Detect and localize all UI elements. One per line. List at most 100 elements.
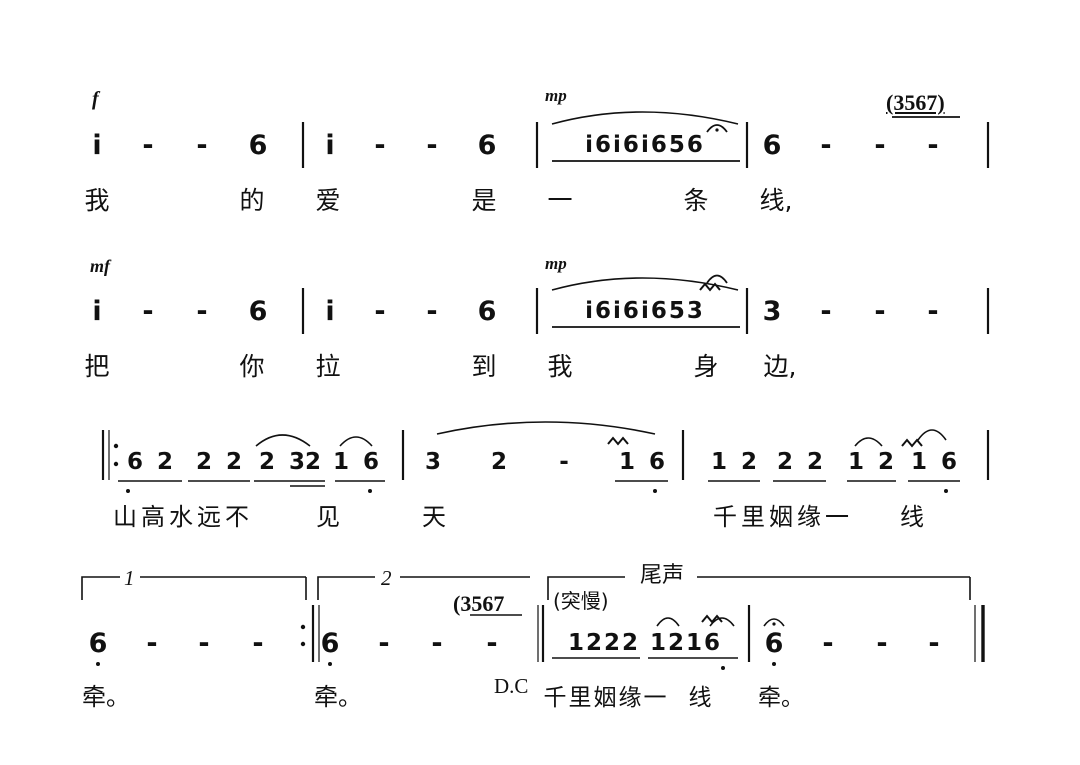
note: - (559, 449, 569, 475)
note-group: 1 6 (910, 449, 958, 475)
tempo-text: (突慢) (553, 589, 609, 613)
mordent-system-2 (699, 282, 721, 292)
note: - (196, 130, 208, 161)
lyric: 线, (759, 186, 793, 215)
lyric: 牵。 (314, 683, 362, 711)
ending-1-label: 1 (124, 566, 135, 590)
note-group: i6i6i656 (585, 132, 705, 158)
note: - (426, 130, 438, 161)
note: 6 (762, 130, 782, 161)
note-group: 2 32 (258, 449, 322, 475)
note: - (146, 628, 158, 659)
note: - (876, 628, 888, 659)
volta-brackets (81, 576, 971, 600)
low-dots-system-4 (96, 662, 776, 670)
note: i (92, 296, 102, 327)
note-group: 6 2 (126, 449, 174, 475)
lyric: 拉 (315, 352, 341, 381)
lyric: 我 (84, 186, 110, 215)
mordent-system-3-a (607, 436, 629, 446)
lyric: 牵。 (758, 685, 804, 711)
lyric: 千里姻缘一 (713, 503, 853, 531)
lyric: 线 (900, 503, 924, 531)
note: - (431, 628, 443, 659)
note: - (252, 628, 264, 659)
underlines-system-3 (118, 480, 960, 487)
fermata-system-4-a (656, 617, 680, 627)
slur-system-3-d (854, 437, 883, 447)
dc-marking: D.C (494, 674, 529, 698)
note: - (927, 130, 939, 161)
note: - (374, 296, 386, 327)
note: - (486, 628, 498, 659)
note: - (142, 296, 154, 327)
dynamic-marking: mf (90, 256, 110, 276)
dynamic-marking: mp (545, 86, 567, 105)
lyric: 的 (239, 186, 265, 215)
slur-system-3-e (917, 429, 947, 441)
slur-system-3-a (255, 434, 311, 447)
lyric: 山高水远不 (113, 503, 253, 531)
slur-system-1 (551, 111, 739, 125)
ending-2-label: 2 (381, 566, 392, 590)
repeat-dots-system-3 (113, 443, 119, 467)
note: - (822, 628, 834, 659)
note-group: 1222 1216 (567, 630, 723, 656)
mordent-system-4 (701, 614, 723, 624)
note-group: 1 2 (710, 449, 758, 475)
note: - (142, 130, 154, 161)
lyric: 我 (547, 352, 573, 381)
note: 6 (477, 130, 497, 161)
barlines-system-4 (311, 605, 985, 662)
lyric: 边, (763, 352, 797, 381)
note: - (820, 130, 832, 161)
slur-system-3-b (339, 436, 373, 447)
lyric: 线 (688, 685, 712, 711)
note: 3 (762, 296, 782, 327)
lyric: 千里姻缘一 (543, 685, 669, 711)
annotation: (3567) (886, 90, 945, 115)
note: - (378, 628, 390, 659)
dynamic-marking: f (92, 88, 99, 110)
note: - (927, 296, 939, 327)
lyric: 是 (471, 186, 497, 215)
note: i (325, 296, 335, 327)
underlines-system-4 (470, 614, 738, 659)
annotation: (3567 (453, 591, 505, 616)
lyric: 到 (471, 352, 497, 381)
note: - (196, 296, 208, 327)
barlines-system-2 (301, 288, 990, 334)
note: 6 (320, 628, 340, 659)
note: 6 (764, 628, 784, 659)
lyric: 牵。 (82, 683, 130, 711)
note-group: 1 6 (618, 449, 666, 475)
note-group: i6i6i653 (585, 298, 705, 324)
fermata-system-1 (706, 124, 728, 133)
note: - (374, 130, 386, 161)
slur-system-3-c (436, 421, 656, 435)
note: 6 (248, 130, 268, 161)
fermata-system-4-c (763, 618, 785, 627)
note: i (325, 130, 335, 161)
lyric: 天 (422, 503, 446, 531)
dynamic-marking: mp (545, 254, 567, 273)
note: 2 (490, 449, 508, 475)
note-group: 2 2 (195, 449, 243, 475)
note: - (426, 296, 438, 327)
note-group: 2 2 (776, 449, 824, 475)
coda-label: 尾声 (639, 563, 685, 588)
lyric: 条 (683, 186, 709, 215)
lyric: 爱 (315, 186, 341, 215)
mordent-system-3-b (901, 438, 923, 448)
note: - (198, 628, 210, 659)
lyric: 见 (316, 503, 340, 531)
underlines-system-1 (552, 116, 960, 162)
lyric: 身 (693, 352, 719, 381)
note: 6 (248, 296, 268, 327)
note-group: 1 2 (847, 449, 895, 475)
note: i (92, 130, 102, 161)
lyric: 把 (84, 352, 110, 381)
barlines-system-3 (101, 430, 990, 480)
fermata-system-2 (706, 274, 728, 284)
fermata-system-4-b (709, 617, 735, 627)
